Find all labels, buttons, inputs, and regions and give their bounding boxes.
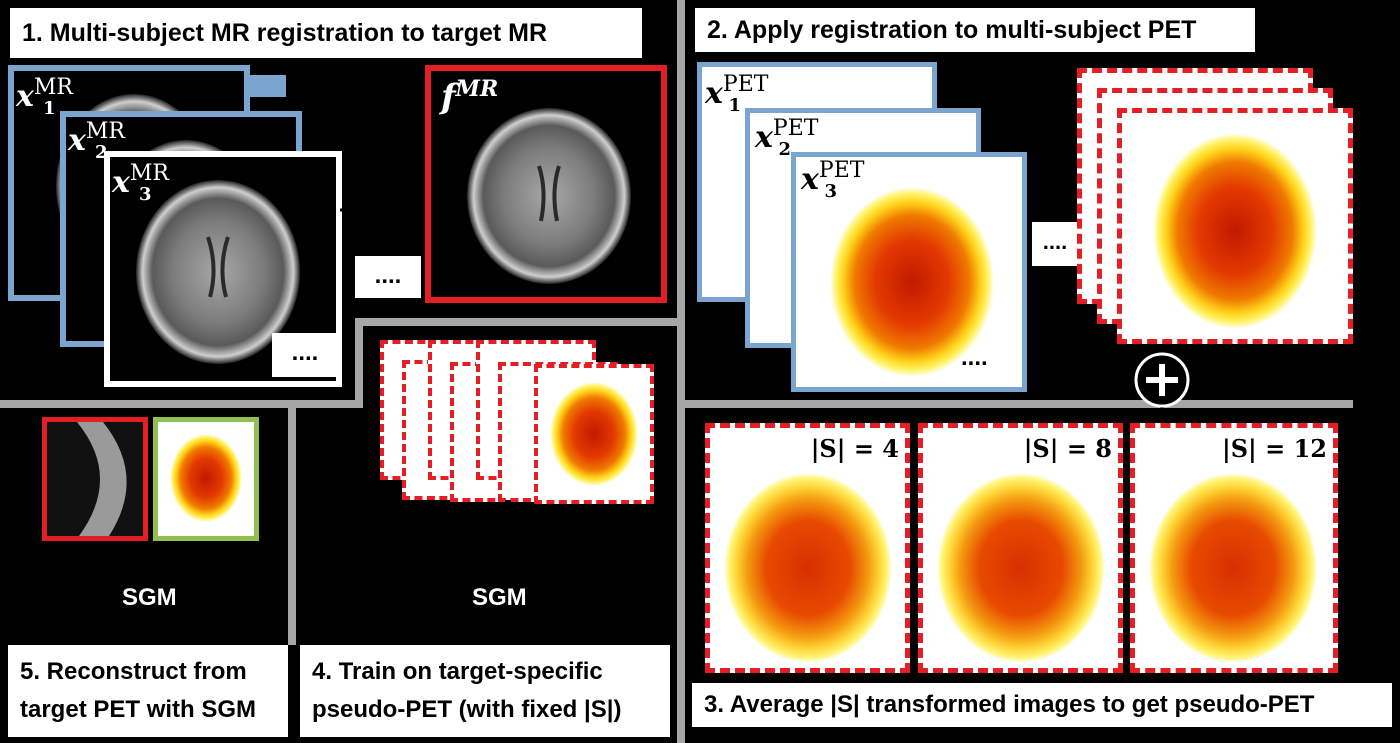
- symbol-x3-pet: xPET3: [801, 158, 865, 202]
- sinogram-pattern: [77, 422, 127, 536]
- symbol-x1-mr: xMR1: [16, 75, 73, 119]
- target-mr-brain: [467, 108, 631, 284]
- sgm-label-train: SGM: [472, 584, 527, 611]
- pseudo-pet-stem: [505, 500, 511, 520]
- pet-more-dots: ....: [1032, 222, 1078, 266]
- step5-line1: 5. Reconstruct from: [20, 658, 247, 685]
- horizontal-divider-mid: [355, 318, 680, 326]
- registered-pet-brain: [1153, 133, 1317, 329]
- average-pet-brain-s4: [724, 473, 892, 663]
- registered-pet-stack: [1077, 68, 1357, 348]
- step2-title: 2. Apply registration to multi-subject P…: [695, 8, 1255, 52]
- mr-more-dots: ....: [355, 256, 421, 298]
- reconstructed-pet-image: [153, 417, 259, 541]
- step4-line1: 4. Train on target-specific: [312, 658, 603, 685]
- average-label-s12: |S| = 12: [1221, 434, 1327, 463]
- average-pet-brain-s12: [1149, 473, 1317, 663]
- horizontal-divider-left: [0, 400, 360, 408]
- target-mr-image: fMR: [425, 65, 667, 303]
- step3-title: 3. Average |S| transformed images to get…: [692, 683, 1392, 727]
- step5-line2: target PET with SGM: [20, 696, 257, 723]
- pet-subject-stack: xPET1 xPET2 xPET3 ....: [697, 62, 1037, 392]
- step4-title: 4. Train on target-specific pseudo-PET (…: [300, 645, 670, 737]
- pseudo-pet-brain: [550, 382, 638, 486]
- mr-stack-dots: ....: [272, 333, 338, 377]
- pet-stack-dots: ....: [961, 344, 988, 371]
- average-pet-brain-s8: [937, 473, 1105, 663]
- pet-brain-3: [830, 187, 994, 377]
- average-pet-s12: |S| = 12: [1130, 423, 1338, 673]
- mr-to-target-connectors: [330, 133, 425, 212]
- mr-brain-3: [136, 180, 300, 364]
- symbol-x3-mr: xMR3: [112, 161, 169, 205]
- average-label-s8: |S| = 8: [1023, 434, 1112, 463]
- reconstructed-pet-brain: [170, 434, 242, 522]
- mr-subject-stack: xMR1 xMR2 xMR3 ....: [8, 65, 348, 395]
- sgm-label-reconstruct: SGM: [122, 584, 177, 611]
- average-pet-s8: |S| = 8: [918, 423, 1123, 673]
- step5-title: 5. Reconstruct from target PET with SGM: [8, 645, 288, 737]
- average-label-s4: |S| = 4: [810, 434, 899, 463]
- pseudo-pet-training-stack: [380, 340, 670, 530]
- registered-pet-3: [1117, 108, 1353, 344]
- step4-line2: pseudo-PET (with fixed |S|): [312, 696, 622, 723]
- symbol-f-mr: fMR: [441, 76, 499, 117]
- symbol-x1-pet: xPET1: [705, 72, 769, 116]
- sinogram-image: [42, 417, 148, 541]
- average-pet-s4: |S| = 4: [705, 423, 910, 673]
- vertical-divider-left-short: [355, 318, 363, 408]
- symbol-x2-pet: xPET2: [755, 116, 819, 160]
- pet-image-subject3: [791, 152, 1027, 392]
- step1-title: 1. Multi-subject MR registration to targ…: [10, 8, 642, 58]
- vertical-divider-main: [677, 0, 685, 743]
- symbol-x2-mr: xMR2: [68, 119, 125, 163]
- vertical-divider-bottom: [288, 405, 296, 645]
- pseudo-pet-7: [534, 364, 654, 504]
- horizontal-divider-right: [685, 400, 1353, 408]
- mr-stack-tab: [246, 75, 286, 97]
